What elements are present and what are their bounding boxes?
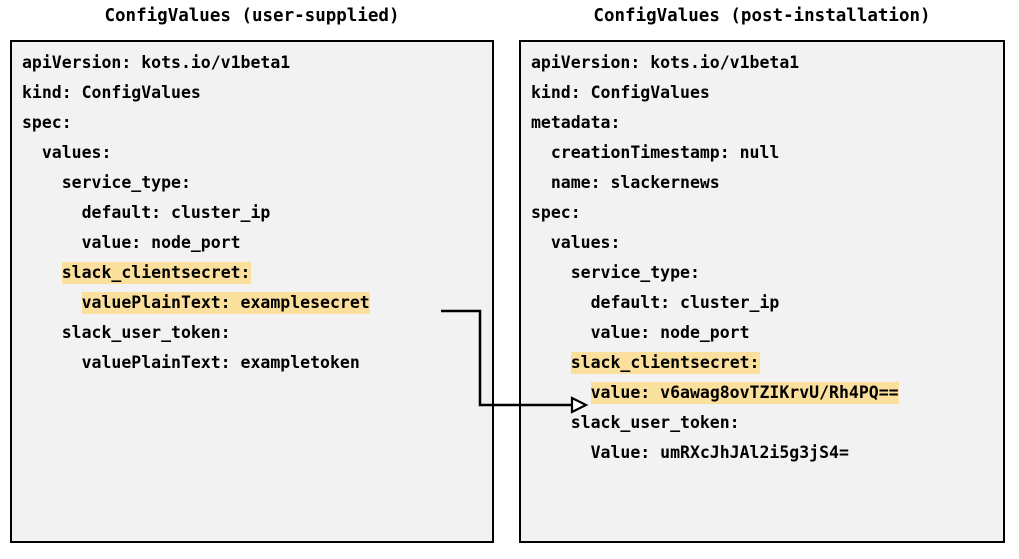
yaml-line-text: spec: bbox=[531, 203, 581, 222]
post-installation-yaml-block: apiVersion: kots.io/v1beta1 kind: ConfigV… bbox=[531, 48, 999, 468]
yaml-line-indent bbox=[22, 262, 62, 284]
yaml-line: valuePlainText: exampletoken bbox=[22, 348, 488, 378]
yaml-line: value: node_port bbox=[22, 228, 488, 258]
yaml-line: kind: ConfigValues bbox=[531, 78, 999, 108]
yaml-line: name: slackernews bbox=[531, 168, 999, 198]
yaml-line-highlighted-text: slack_clientsecret: bbox=[61, 262, 251, 284]
yaml-line-indent bbox=[22, 292, 82, 314]
yaml-line: service_type: bbox=[22, 168, 488, 198]
left-panel-title: ConfigValues (user-supplied) bbox=[104, 6, 400, 26]
yaml-line: slack_clientsecret: bbox=[22, 258, 488, 288]
yaml-line: slack_user_token: bbox=[531, 408, 999, 438]
yaml-line-text: kind: ConfigValues bbox=[22, 83, 201, 102]
yaml-line-highlighted-text: value: v6awag8ovTZIKrvU/Rh4PQ== bbox=[590, 382, 899, 404]
yaml-line-text: values: bbox=[22, 143, 112, 162]
yaml-line: apiVersion: kots.io/v1beta1 bbox=[22, 48, 488, 78]
yaml-line-text: default: cluster_ip bbox=[22, 203, 271, 222]
yaml-line-text: spec: bbox=[22, 113, 72, 132]
yaml-line-text: creationTimestamp: null bbox=[531, 143, 780, 162]
yaml-line: slack_clientsecret: bbox=[531, 348, 999, 378]
yaml-line: kind: ConfigValues bbox=[22, 78, 488, 108]
yaml-line-text: default: cluster_ip bbox=[531, 293, 780, 312]
yaml-line-text: apiVersion: kots.io/v1beta1 bbox=[531, 53, 800, 72]
yaml-line-text: metadata: bbox=[531, 113, 621, 132]
yaml-line: default: cluster_ip bbox=[531, 288, 999, 318]
yaml-line: creationTimestamp: null bbox=[531, 138, 999, 168]
post-installation-configvalues-panel: apiVersion: kots.io/v1beta1 kind: ConfigV… bbox=[519, 40, 1005, 543]
yaml-line-highlighted-text: slack_clientsecret: bbox=[570, 352, 760, 374]
yaml-line-indent bbox=[531, 382, 591, 404]
yaml-line: values: bbox=[22, 138, 488, 168]
yaml-line-text: value: node_port bbox=[531, 323, 750, 342]
yaml-line: valuePlainText: examplesecret bbox=[22, 288, 488, 318]
yaml-line-text: apiVersion: kots.io/v1beta1 bbox=[22, 53, 291, 72]
yaml-line-text: kind: ConfigValues bbox=[531, 83, 710, 102]
yaml-line-text: valuePlainText: exampletoken bbox=[22, 353, 360, 372]
yaml-line: value: v6awag8ovTZIKrvU/Rh4PQ== bbox=[531, 378, 999, 408]
yaml-line: spec: bbox=[22, 108, 488, 138]
yaml-line-text: Value: umRXcJhJAl2i5g3jS4= bbox=[531, 443, 849, 462]
yaml-line: value: node_port bbox=[531, 318, 999, 348]
yaml-line: default: cluster_ip bbox=[22, 198, 488, 228]
yaml-line-text: values: bbox=[531, 233, 621, 252]
user-supplied-yaml-block: apiVersion: kots.io/v1beta1 kind: ConfigV… bbox=[22, 48, 488, 378]
yaml-line-text: slack_user_token: bbox=[531, 413, 740, 432]
yaml-line-text: service_type: bbox=[531, 263, 700, 282]
yaml-line: slack_user_token: bbox=[22, 318, 488, 348]
yaml-line: Value: umRXcJhJAl2i5g3jS4= bbox=[531, 438, 999, 468]
yaml-line: service_type: bbox=[531, 258, 999, 288]
yaml-line-text: slack_user_token: bbox=[22, 323, 231, 342]
yaml-line: values: bbox=[531, 228, 999, 258]
yaml-line: metadata: bbox=[531, 108, 999, 138]
user-supplied-configvalues-panel: apiVersion: kots.io/v1beta1 kind: ConfigV… bbox=[10, 40, 494, 543]
yaml-line: spec: bbox=[531, 198, 999, 228]
yaml-line-text: value: node_port bbox=[22, 233, 241, 252]
yaml-line-highlighted-text: valuePlainText: examplesecret bbox=[81, 292, 370, 314]
yaml-line-text: name: slackernews bbox=[531, 173, 720, 192]
yaml-line: apiVersion: kots.io/v1beta1 bbox=[531, 48, 999, 78]
right-panel-title: ConfigValues (post-installation) bbox=[593, 6, 931, 26]
yaml-line-text: service_type: bbox=[22, 173, 191, 192]
yaml-line-indent bbox=[531, 352, 571, 374]
